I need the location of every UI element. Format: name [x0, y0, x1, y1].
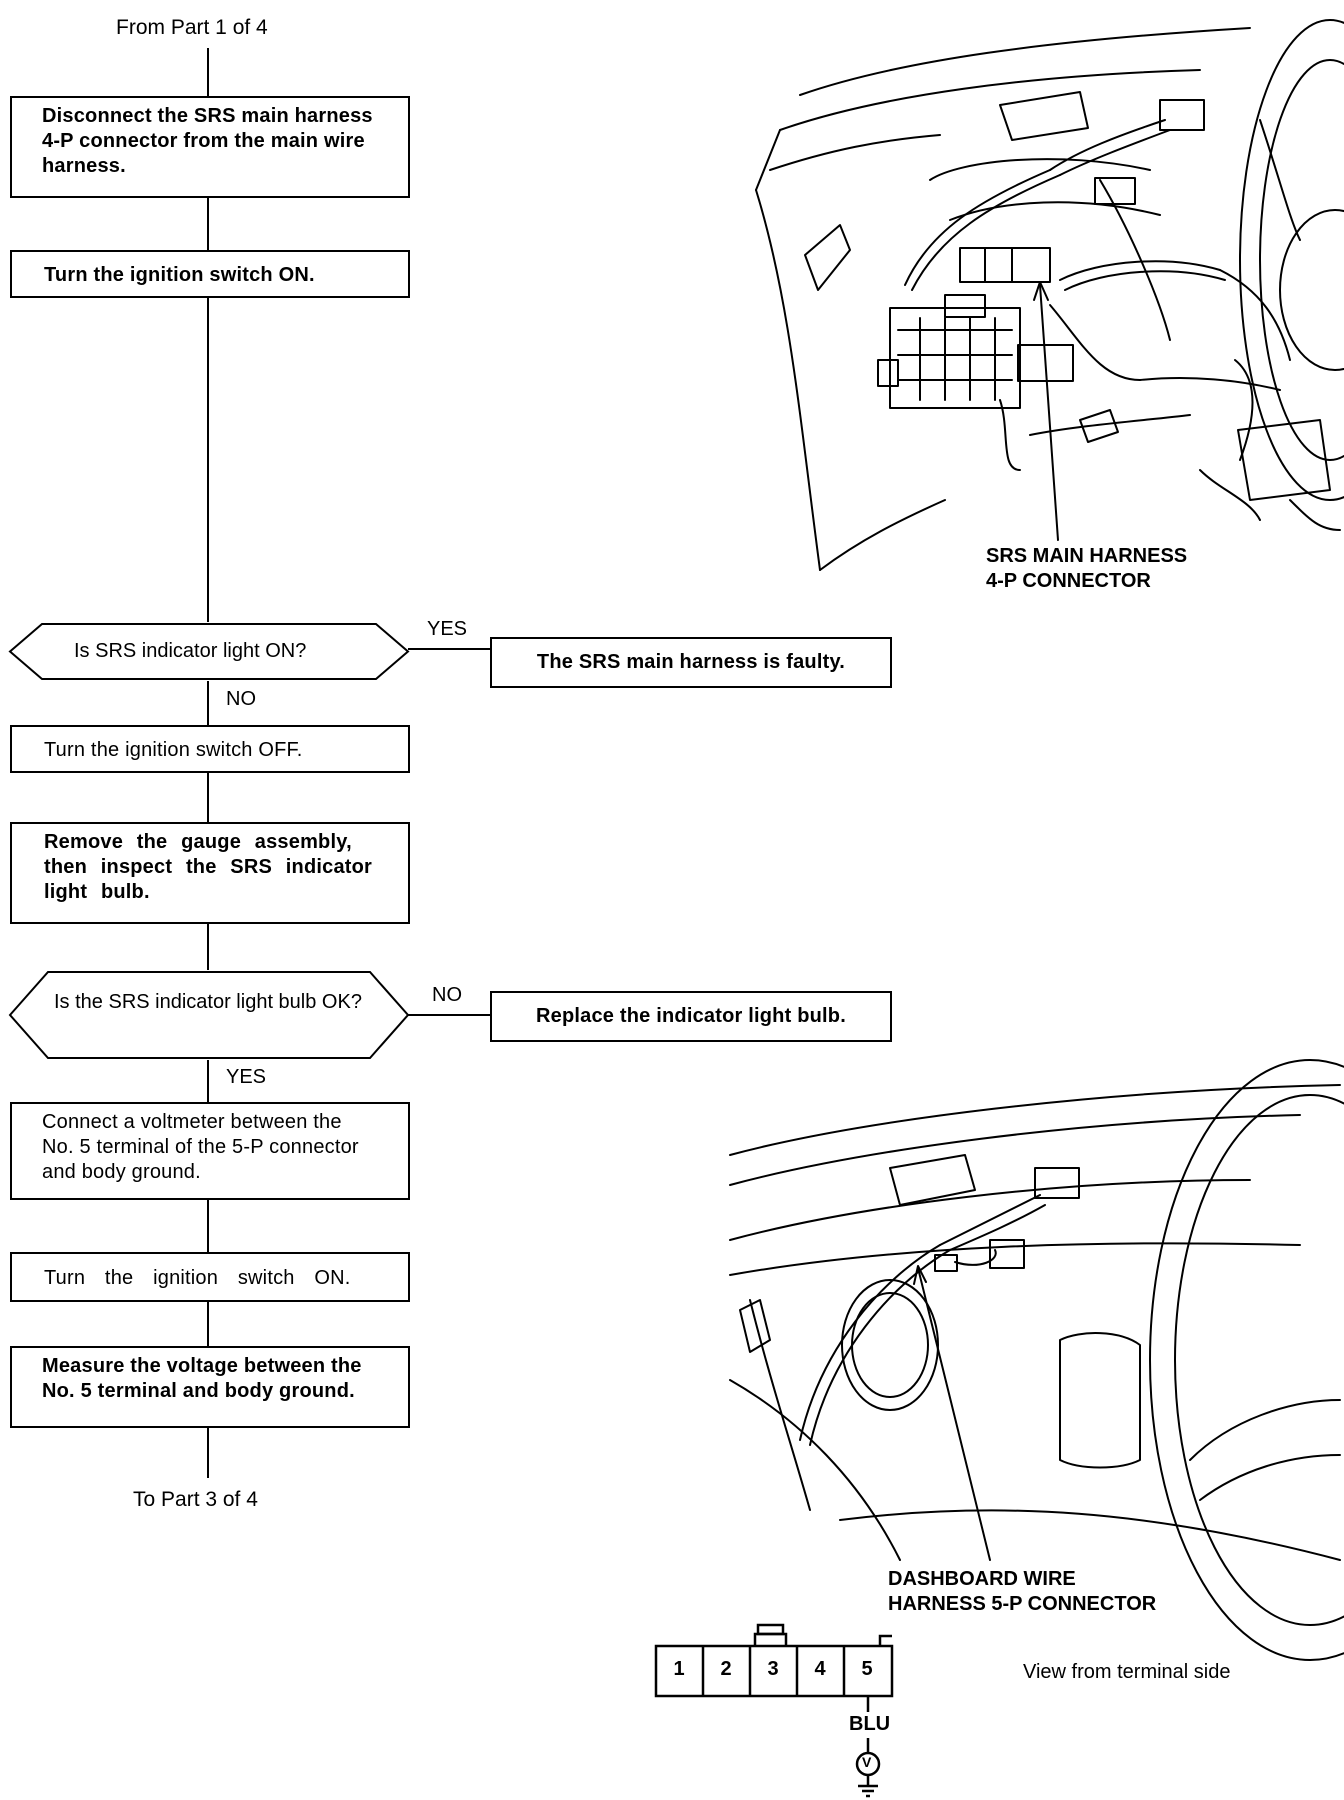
decision-indicator-light-on: Is SRS indicator light ON?	[8, 622, 410, 681]
callout-dashboard-wire-harness: DASHBOARD WIRE HARNESS 5-P CONNECTOR	[888, 1567, 1156, 1617]
from-part-label: From Part 1 of 4	[116, 16, 268, 39]
step-ignition-on: Turn the ignition switch ON.	[10, 250, 410, 298]
step-ignition-on-again: Turn the ignition switch ON.	[10, 1252, 410, 1302]
step-connect-voltmeter: Connect a voltmeter between the No. 5 te…	[10, 1102, 410, 1200]
callout-srs-main-harness: SRS MAIN HARNESS 4-P CONNECTOR	[986, 544, 1187, 594]
decision-bulb-ok: Is the SRS indicator light bulb OK?	[8, 970, 410, 1060]
terminal-1: 1	[673, 1658, 685, 1680]
result-replace-bulb: Replace the indicator light bulb.	[490, 991, 892, 1042]
step-disconnect-connector: Disconnect the SRS main harness 4-P conn…	[10, 96, 410, 198]
decision2-yes-label: YES	[226, 1066, 267, 1088]
voltmeter-symbol: V	[862, 1754, 872, 1770]
step-measure-voltage: Measure the voltage between the No. 5 te…	[10, 1346, 410, 1428]
callout-srs-main-harness-line2: 4-P CONNECTOR	[986, 570, 1151, 592]
decision1-yes-label: YES	[427, 618, 468, 640]
terminal-4: 4	[814, 1658, 826, 1680]
callout-dashboard-wire-line2: HARNESS 5-P CONNECTOR	[888, 1593, 1157, 1615]
view-from-terminal-side-label: View from terminal side	[1023, 1661, 1231, 1683]
step-remove-gauge: Remove the gauge assembly, then inspect …	[10, 822, 410, 924]
wire-color-label: BLU	[849, 1713, 891, 1735]
terminal-2: 2	[720, 1658, 732, 1680]
decision-indicator-light-on-text: Is SRS indicator light ON?	[74, 640, 307, 662]
terminal-5: 5	[861, 1658, 873, 1680]
result-main-harness-faulty: The SRS main harness is faulty.	[490, 637, 892, 688]
callout-dashboard-wire-line1: DASHBOARD WIRE	[888, 1568, 1076, 1590]
to-part-label: To Part 3 of 4	[133, 1488, 258, 1511]
decision2-no-label: NO	[432, 984, 462, 1006]
decision-bulb-ok-text: Is the SRS indicator light bulb OK?	[54, 991, 362, 1013]
callout-srs-main-harness-line1: SRS MAIN HARNESS	[986, 545, 1188, 567]
step-ignition-off: Turn the ignition switch OFF.	[10, 725, 410, 773]
terminal-3: 3	[767, 1658, 779, 1680]
decision1-no-label: NO	[226, 688, 256, 710]
